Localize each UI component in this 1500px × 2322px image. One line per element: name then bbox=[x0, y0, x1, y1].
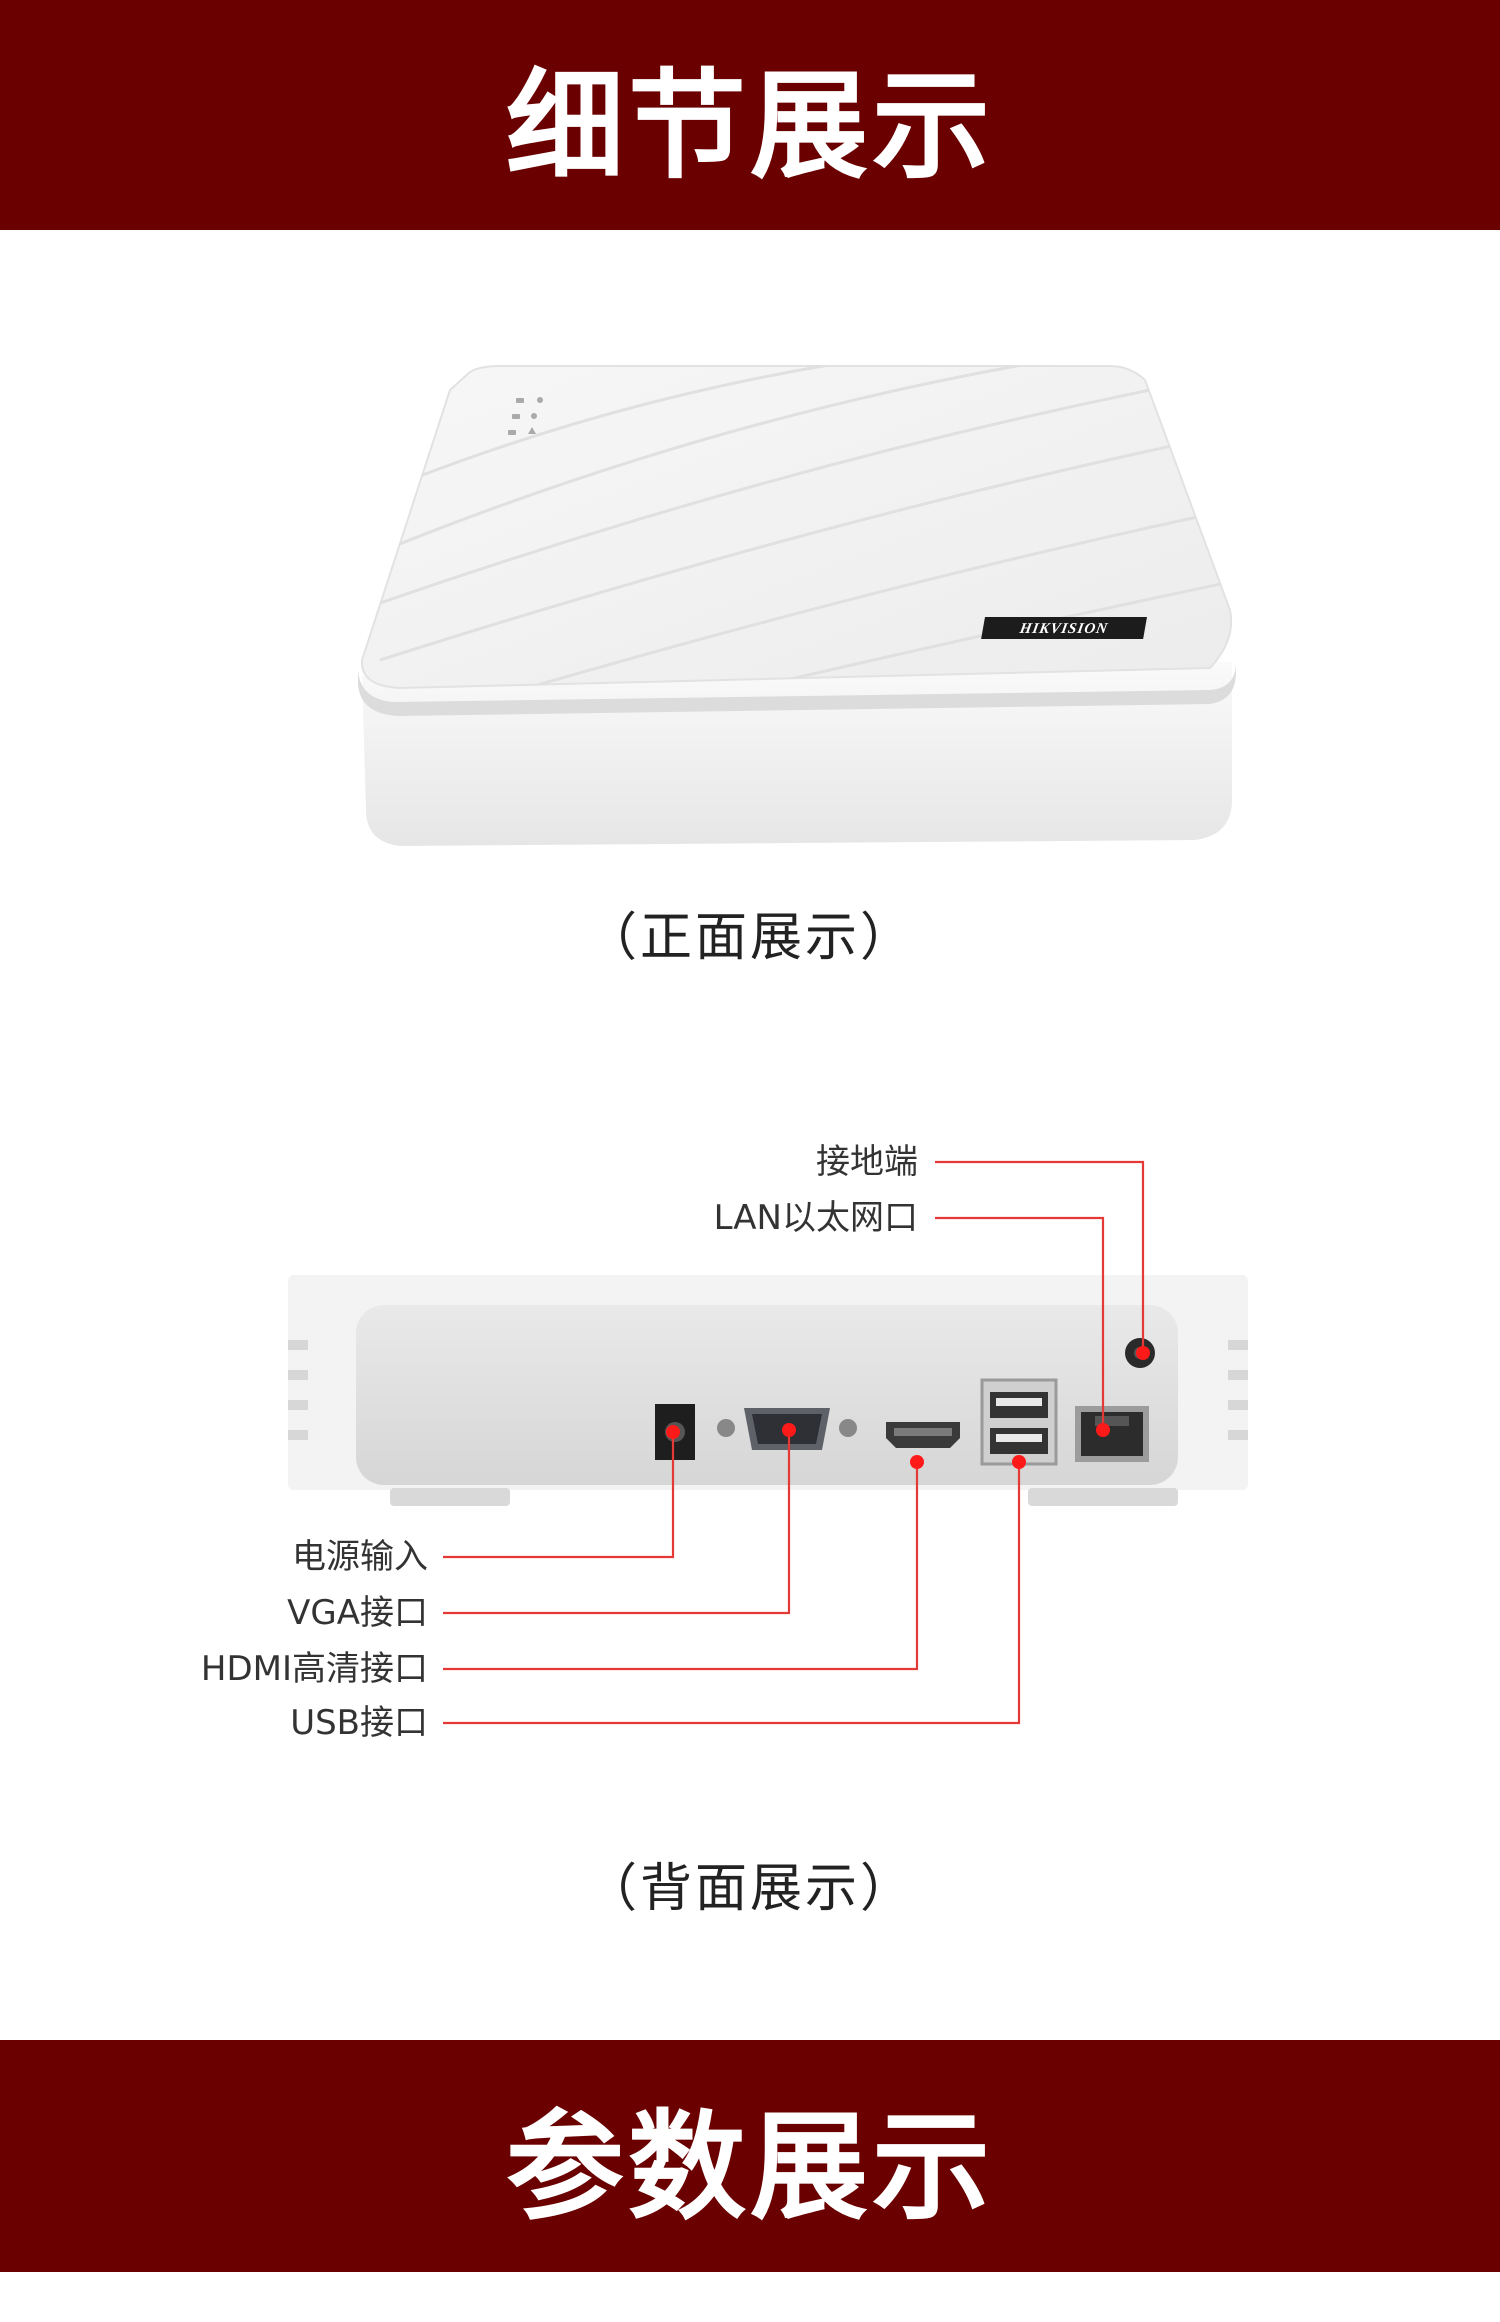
device-lid-lip bbox=[358, 662, 1236, 716]
label-usb: USB接口 bbox=[290, 1703, 428, 1743]
hdmi-port bbox=[886, 1422, 960, 1448]
usb-port bbox=[980, 1378, 1058, 1466]
vent-left bbox=[288, 1340, 308, 1440]
section-header: 细节展示 bbox=[0, 0, 1500, 230]
front-caption: （正面展示） bbox=[584, 908, 915, 968]
label-vga: VGA接口 bbox=[287, 1593, 428, 1633]
logo-text: HIKVISION bbox=[1017, 621, 1109, 637]
lid-texture bbox=[361, 366, 1232, 688]
device-back-panel bbox=[356, 1305, 1178, 1485]
section-header-params: 参数展示 bbox=[0, 2040, 1500, 2272]
callout-line-lan bbox=[935, 1216, 1105, 1430]
vent-right bbox=[1228, 1340, 1248, 1440]
device-foot-left bbox=[390, 1488, 510, 1506]
lan-port bbox=[1075, 1406, 1149, 1462]
hikvision-logo: HIKVISION bbox=[981, 617, 1147, 639]
callout-line-usb bbox=[443, 1462, 1021, 1725]
callout-lines bbox=[443, 1160, 1145, 1725]
section-title-params: 参数展示 bbox=[505, 2097, 994, 2236]
label-hdmi: HDMI高清接口 bbox=[200, 1649, 428, 1689]
back-caption: （背面展示） bbox=[584, 1859, 915, 1919]
callout-dots bbox=[666, 1346, 1150, 1469]
callout-line-vga bbox=[443, 1430, 791, 1615]
status-led-icons bbox=[508, 397, 543, 435]
callout-line-power bbox=[443, 1432, 675, 1559]
device-foot-right bbox=[1028, 1488, 1178, 1506]
label-power: 电源输入 bbox=[292, 1537, 428, 1577]
label-ground: 接地端 bbox=[816, 1142, 918, 1182]
section-title: 细节展示 bbox=[505, 56, 994, 195]
label-lan: LAN以太网口 bbox=[713, 1198, 918, 1238]
device-top-lid bbox=[360, 365, 1233, 690]
callout-line-hdmi bbox=[443, 1462, 919, 1671]
callout-line-ground bbox=[935, 1160, 1145, 1353]
